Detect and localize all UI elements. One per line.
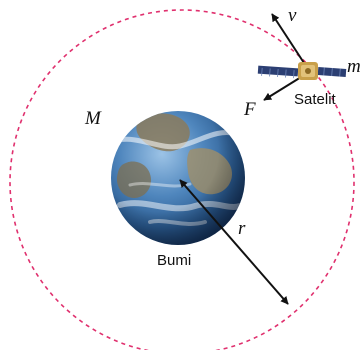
satellite-label: Satelit [294,91,337,108]
force-label: F [243,99,256,120]
velocity-arrow [271,13,307,67]
satellite-mass-label: m [347,56,361,77]
satellite-icon [257,62,347,80]
earth-label: Bumi [157,252,191,269]
velocity-label: v [288,5,297,26]
earth-mass-label: M [84,108,102,129]
radius-arrow [179,179,289,305]
radius-label: r [238,218,246,239]
orbit-path [9,9,355,350]
earth-globe-icon [111,111,245,245]
